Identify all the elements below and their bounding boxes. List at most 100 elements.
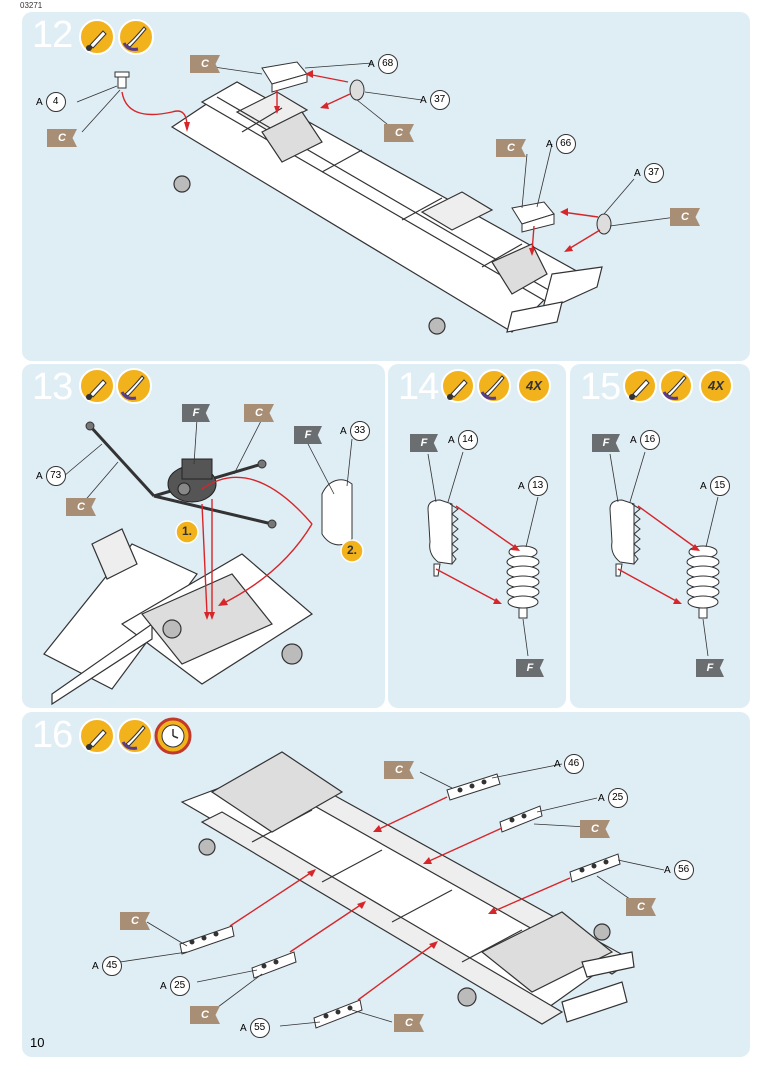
step-12-drawing [76, 19, 677, 335]
part-a16 [609, 499, 641, 577]
part-a13 [506, 545, 540, 619]
order-label-2: 2. [346, 543, 357, 557]
step-13-drawing [43, 368, 364, 706]
glue-icon [79, 368, 115, 404]
callout-a45: A 45 [92, 956, 122, 976]
flag-c: C [47, 129, 77, 147]
glue-icon [441, 369, 475, 403]
leader-lines [76, 62, 677, 227]
flag-c: C [626, 898, 656, 916]
callout-a25-top: A 25 [598, 788, 628, 808]
callout-a73: A 73 [36, 466, 66, 486]
leader-lines [427, 451, 539, 657]
flag-f: F [592, 434, 620, 452]
clock-icon [154, 717, 192, 755]
part-a25-bottom [251, 951, 297, 979]
flag-c: C [190, 1006, 220, 1024]
part-a46 [446, 773, 501, 801]
step-15-drawing [609, 369, 733, 657]
multiplier-badge [699, 369, 733, 403]
multiplier-label: 4X [708, 378, 724, 393]
chassis-frame [170, 81, 603, 335]
callout-a37: A 37 [420, 90, 450, 110]
callout-a16: A 16 [630, 430, 660, 450]
callout-a68: A 68 [368, 54, 398, 74]
part-a37-top [349, 79, 365, 101]
paint-icon [118, 19, 154, 55]
leader-lines [609, 451, 719, 657]
multiplier-badge [517, 369, 551, 403]
order-marker-2 [340, 539, 364, 563]
step-number: 14 [398, 366, 439, 408]
flag-f: F [182, 404, 210, 422]
callout-a15: A 15 [700, 476, 730, 496]
glue-icon [79, 19, 115, 55]
callout-a66: A 66 [546, 134, 576, 154]
part-a66 [511, 201, 555, 233]
arrow-heads [307, 825, 497, 949]
step-12-panel: 12 [22, 12, 750, 361]
step-number: 12 [32, 14, 73, 56]
callout-a46: A 46 [554, 754, 584, 774]
arrow-heads [493, 544, 520, 604]
part-a55 [313, 999, 363, 1029]
flag-c: C [496, 139, 526, 157]
step-number: 15 [580, 366, 621, 408]
flag-c: C [190, 55, 220, 73]
part-a14 [427, 499, 459, 577]
callout-a4: A 4 [36, 92, 66, 112]
part-a4 [114, 71, 130, 89]
callout-a33: A 33 [340, 421, 370, 441]
flag-f: F [294, 426, 322, 444]
step-number: 13 [32, 366, 73, 408]
part-a56 [569, 853, 621, 883]
part-a33 [321, 479, 353, 546]
arrow-heads [204, 598, 228, 620]
flag-c: C [66, 498, 96, 516]
paint-icon [477, 369, 511, 403]
flag-c: C [384, 761, 414, 779]
part-a45 [179, 925, 235, 955]
leader-lines [63, 418, 353, 505]
flag-c: C [580, 820, 610, 838]
flag-c: C [394, 1014, 424, 1032]
differential-part [167, 458, 217, 503]
step-number: 16 [32, 714, 73, 756]
flag-c: C [120, 912, 150, 930]
step-16-drawing [79, 717, 665, 1029]
callout-a55: A 55 [240, 1018, 270, 1038]
callout-a37-right: A 37 [634, 163, 664, 183]
flag-c: C [384, 124, 414, 142]
flag-f: F [516, 659, 544, 677]
part-a25-top [499, 805, 543, 833]
leader-lines [119, 763, 665, 1027]
flag-f: F [696, 659, 724, 677]
callout-a13: A 13 [518, 476, 548, 496]
flag-c: C [670, 208, 700, 226]
arrow-heads [184, 70, 573, 256]
order-marker-1 [175, 520, 199, 544]
chassis-frame [43, 528, 314, 706]
multiplier-label: 4X [526, 378, 542, 393]
glue-icon [623, 369, 657, 403]
assembly-arrows [201, 476, 313, 615]
assembly-arrows [229, 796, 571, 1001]
step-16-panel: 16 [22, 712, 750, 1057]
step-14-panel: 14 [388, 364, 566, 708]
callout-a14: A 14 [448, 430, 478, 450]
assembly-arrows [617, 505, 697, 603]
assembly-arrows [435, 505, 517, 603]
callout-a25-bottom: A 25 [160, 976, 190, 996]
order-label-1: 1. [181, 524, 192, 538]
assembly-arrows [121, 73, 601, 253]
flag-c: C [244, 404, 274, 422]
callout-a56: A 56 [664, 860, 694, 880]
arrow-heads [673, 544, 700, 604]
paint-icon [117, 718, 153, 754]
page-number: 10 [30, 1035, 45, 1050]
step-15-panel: 15 [570, 364, 750, 708]
part-a15 [686, 545, 720, 619]
paint-icon [116, 368, 152, 404]
paint-icon [659, 369, 693, 403]
glue-icon [79, 718, 115, 754]
